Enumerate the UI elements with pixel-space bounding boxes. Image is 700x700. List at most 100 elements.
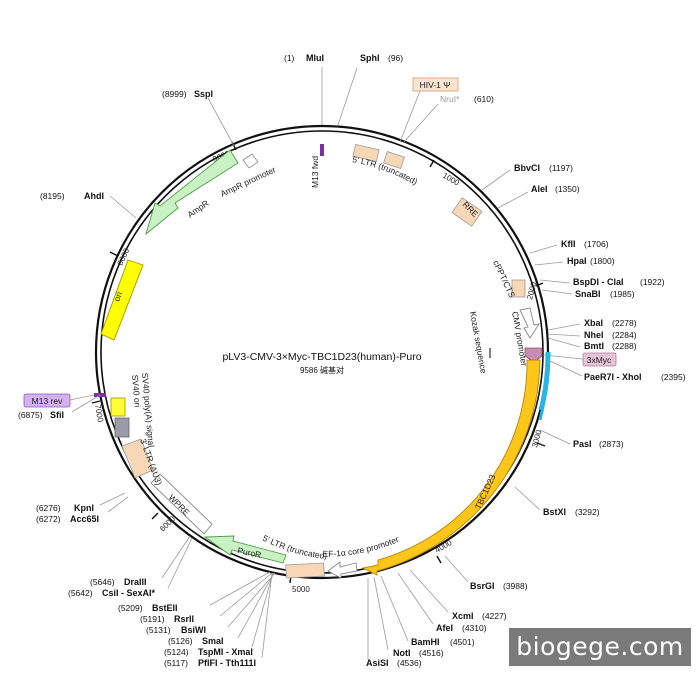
3xmyc-badge-label: 3xMyc [587, 355, 612, 365]
sv40-polya-box [114, 417, 130, 438]
hiv1-psi-badge [412, 77, 459, 92]
tbc1d23-backbone-segment [538, 364, 549, 421]
site-position: (1197) [549, 163, 573, 173]
site-position: (4227) [482, 611, 507, 621]
ampr-label: AmpR [185, 198, 210, 220]
site-name: SphI [360, 53, 380, 63]
site-position: (5126) [168, 636, 193, 646]
3xmyc-arrow [524, 347, 543, 363]
ef1a-promoter-label: EF-1α core promoter [323, 534, 401, 559]
site-position: (3292) [575, 507, 600, 517]
ampr-promoter-arrow [242, 153, 259, 169]
ori-label: ori [111, 290, 124, 302]
site-name: AfeI [436, 623, 453, 633]
site-position: (6875) [18, 410, 43, 420]
site-position: (5209) [118, 603, 143, 613]
site-name: BsiWI [181, 625, 206, 635]
site-name: KpnI [74, 503, 94, 513]
ltr5-lower-box [285, 562, 325, 579]
site-name: MluI [306, 53, 324, 63]
ampr-arrow [145, 149, 239, 236]
site-position: (5117) [164, 658, 188, 668]
site-name: XcmI [452, 611, 474, 621]
tick-label: 7000 [93, 404, 105, 424]
sv40-ori-box [110, 397, 126, 417]
site-name: BbvCI [514, 163, 540, 173]
site-position: (5124) [164, 647, 189, 657]
3xmyc-badge [582, 352, 617, 367]
site-position: (4536) [397, 658, 422, 668]
site-name: RsrII [174, 614, 194, 624]
site-name: SmaI [202, 636, 224, 646]
m13-rev-badge [23, 393, 71, 408]
site-name: NheI [584, 330, 604, 340]
site-position: (1800) [590, 256, 615, 266]
site-name: Acc65I [70, 514, 99, 524]
site-position: (4310) [462, 623, 487, 633]
site-name: BstEII [152, 603, 178, 613]
site-position: (2278) [612, 318, 637, 328]
site-name: SfiI [50, 410, 64, 420]
site-position: (6272) [36, 514, 61, 524]
site-position: (3988) [503, 581, 528, 591]
wpre-box [150, 473, 213, 535]
site-position: (4516) [419, 648, 444, 658]
site-position: (2284) [612, 330, 637, 340]
tick-label: 1000 [441, 171, 461, 188]
site-name: BspDI - ClaI [573, 277, 624, 287]
tbc1d23-arrow [361, 359, 541, 576]
site-position: (1706) [584, 239, 609, 249]
site-name: PaeR7I - XhoI [584, 372, 642, 382]
ltr5-truncated-box-1 [352, 143, 380, 163]
site-position: (6276) [36, 503, 61, 513]
m13-rev-label: M13 rev [32, 396, 63, 406]
puror-arrow [203, 535, 287, 564]
site-position: (1985) [610, 289, 635, 299]
puror-label: PuroR [237, 545, 263, 560]
ef1a-promoter-arrow [327, 561, 358, 579]
site-name-gray: NruI* [440, 94, 460, 104]
site-position: (610) [474, 94, 494, 104]
ltr5-truncated-box-2 [383, 151, 405, 169]
site-name: AsiSI [366, 658, 389, 668]
site-position: (5642) [68, 588, 93, 598]
restriction-sites: (1) MluI SphI (96) NruI* (610) BbvCI (11… [18, 53, 686, 668]
plasmid-size: 9586 碱基对 [300, 365, 344, 375]
cmv-promoter-arrow [519, 307, 540, 339]
site-name: BamHI [411, 637, 440, 647]
sv40-polya-label: SV40 poly(A) signal [140, 372, 156, 447]
site-name: KflI [561, 239, 576, 249]
site-name: AhdI [84, 191, 104, 201]
tick-label: 5000 [292, 585, 310, 594]
site-name: SnaBI [575, 289, 601, 299]
site-name: SspI [194, 89, 213, 99]
site-position: (2873) [599, 439, 624, 449]
site-position: (1922) [640, 277, 665, 287]
site-position: (1350) [555, 184, 580, 194]
ori-box [100, 259, 144, 341]
ltr3-box [121, 438, 154, 479]
site-position: (1) [284, 53, 295, 63]
site-name: AleI [531, 184, 548, 194]
site-position: (5131) [146, 625, 171, 635]
site-position: (5646) [90, 577, 115, 587]
rre-box [451, 197, 483, 227]
kozak-label: Kozak sequence [468, 311, 489, 375]
watermark: biogege.com [509, 628, 691, 666]
features: M13 fwd 5' LTR (truncated) HIV-1 Ψ RRE c… [23, 77, 617, 579]
site-name: PasI [573, 439, 592, 449]
site-position: (2288) [612, 341, 637, 351]
site-name: CsiI - SexAI* [102, 588, 156, 598]
site-position: (4501) [450, 637, 475, 647]
site-name: BstXI [543, 507, 566, 517]
site-position: (8999) [162, 89, 187, 99]
tick-label: 3000 [530, 428, 543, 448]
cppt-cts-label: cPPT/CTS [491, 259, 517, 300]
site-name: TspMI - XmaI [198, 647, 253, 657]
site-position: (2395) [661, 372, 686, 382]
site-position: (8195) [40, 191, 65, 201]
m13-fwd-primer [320, 144, 324, 156]
site-name: BmtI [584, 341, 604, 351]
